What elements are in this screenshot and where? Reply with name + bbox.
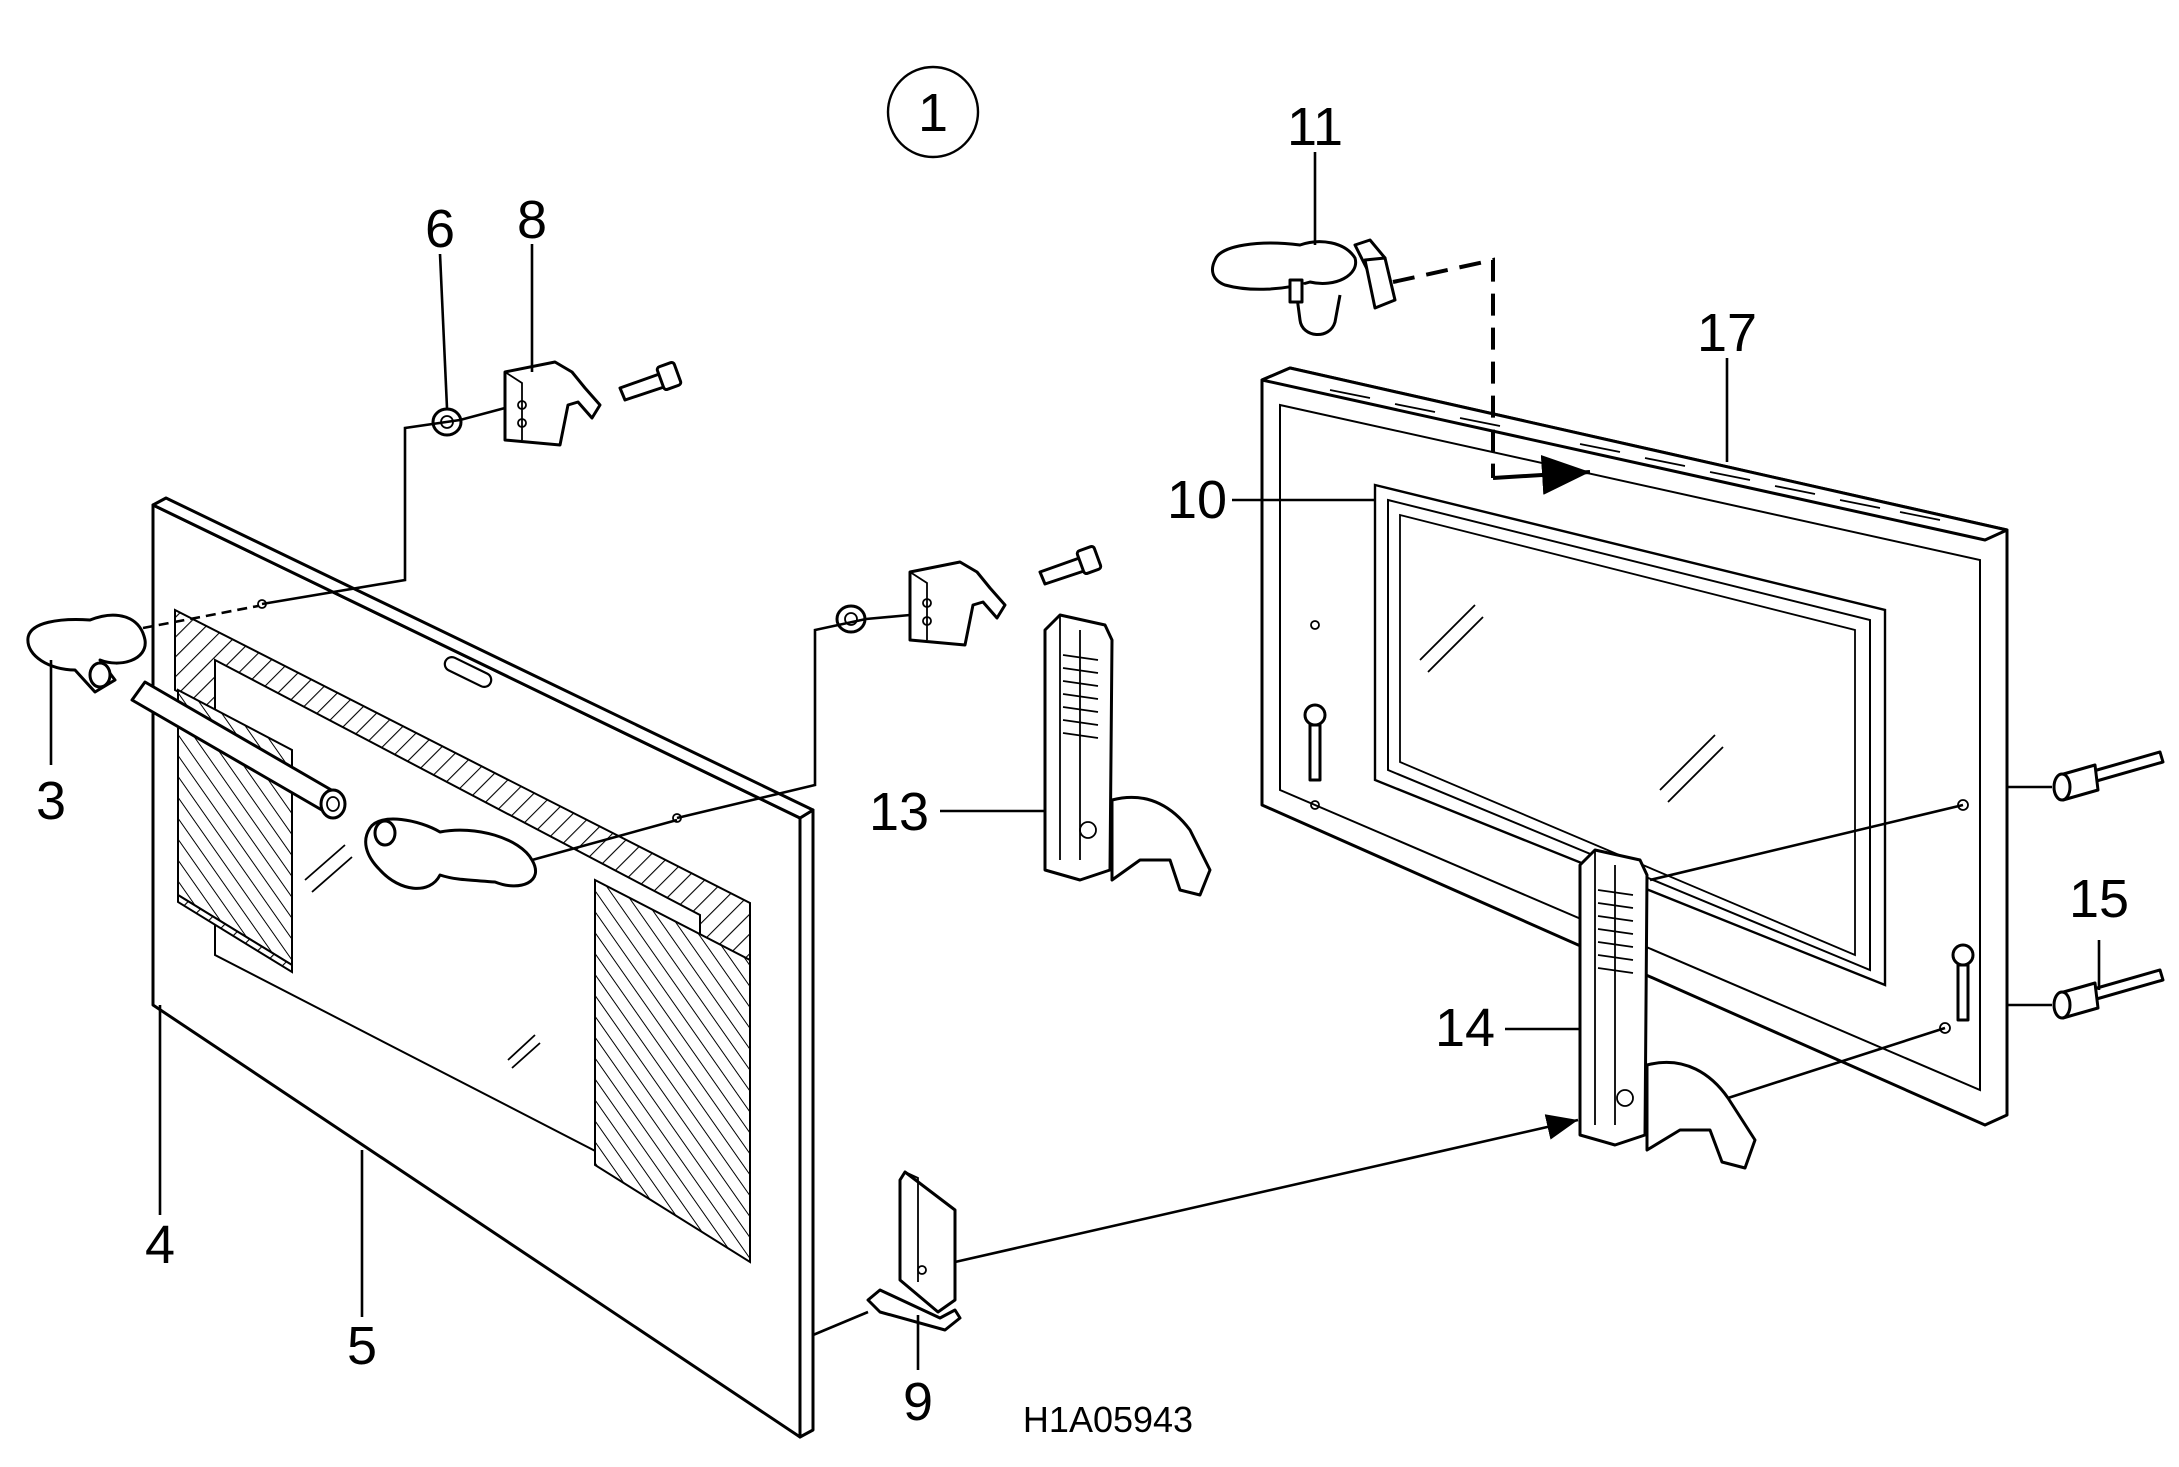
callout-4: 4 <box>145 1215 175 1275</box>
callout-3: 3 <box>36 771 66 831</box>
clip-9 <box>866 1170 962 1332</box>
rivet-15-upper <box>2052 750 2165 802</box>
callout-leaders <box>49 152 2101 1370</box>
bracket-8-top <box>503 360 602 447</box>
hinge-14 <box>1578 848 1757 1170</box>
rivet-15-lower <box>2052 968 2165 1020</box>
inner-door-frame <box>1260 366 2009 1127</box>
callout-17: 17 <box>1697 303 1757 363</box>
callout-14: 14 <box>1435 998 1495 1058</box>
bracket-middle <box>908 560 1007 647</box>
assembly-lines <box>142 257 2052 1337</box>
view-number-badge: 1 <box>886 65 980 159</box>
callout-6: 6 <box>425 199 455 259</box>
screw-top <box>618 360 683 402</box>
callout-10: 10 <box>1167 470 1227 530</box>
callout-11: 11 <box>1287 97 1343 157</box>
hinge-13 <box>1043 613 1212 897</box>
callout-15: 15 <box>2069 869 2129 929</box>
callout-13: 13 <box>869 782 929 842</box>
latch-11 <box>1211 238 1397 336</box>
callout-9: 9 <box>903 1372 933 1432</box>
callout-8: 8 <box>517 190 547 250</box>
view-number-text: 1 <box>918 83 948 143</box>
handle-end-cap-left <box>26 613 147 694</box>
callout-5: 5 <box>347 1316 377 1376</box>
screw-middle <box>1038 544 1103 586</box>
handle-end-cap-right <box>364 817 537 890</box>
outer-door-panel <box>151 496 815 1439</box>
handle-bar <box>130 680 347 820</box>
callout-labels: 3 4 5 6 8 9 10 11 13 14 15 17 <box>36 97 2129 1432</box>
reference-code: H1A05943 <box>1023 1399 1193 1440</box>
